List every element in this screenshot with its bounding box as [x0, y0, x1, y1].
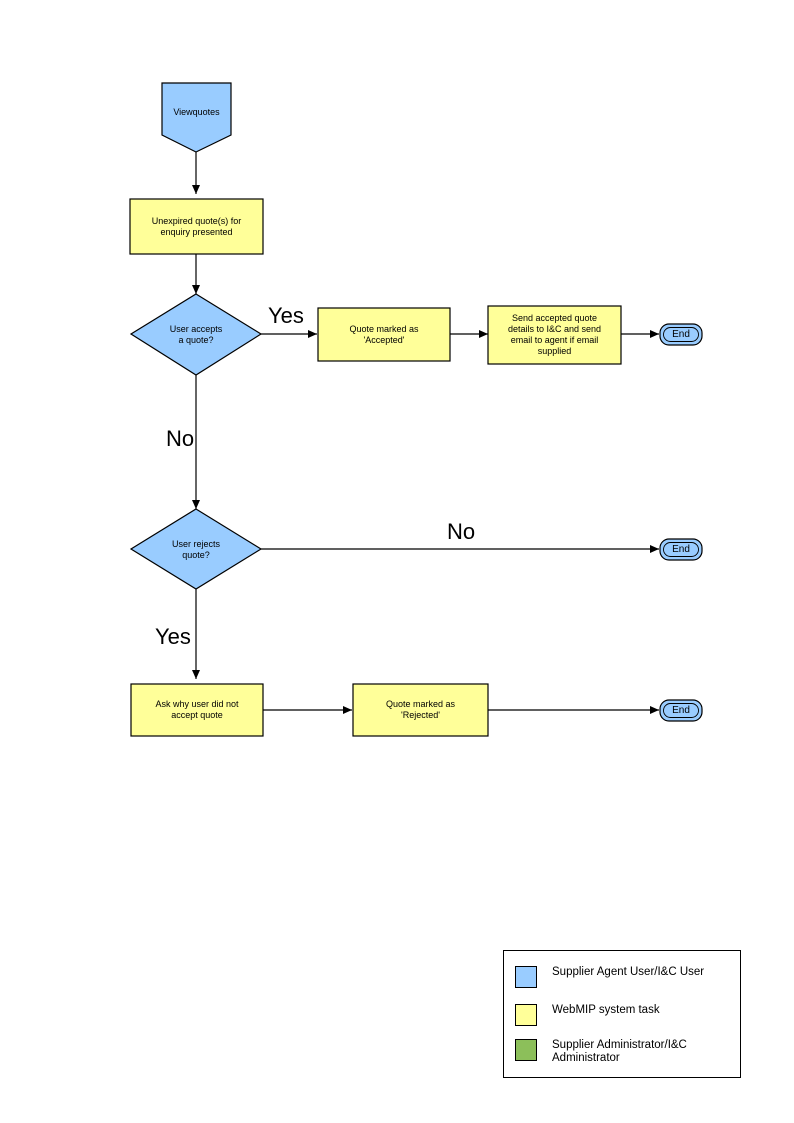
node-end-middle[interactable] — [659, 538, 703, 561]
node-end-middle-label: End — [672, 544, 690, 555]
node-unexpired-shape[interactable] — [129, 198, 264, 255]
connectors — [192, 152, 659, 714]
edge-label-accepts-yes: Yes — [268, 303, 304, 328]
legend-item-admin: Supplier Administrator/I&C Administrator — [515, 1039, 687, 1065]
legend-swatch-system — [515, 1004, 537, 1026]
node-accepts-decision-shape[interactable] — [129, 293, 263, 376]
legend-item-system: WebMIP system task — [515, 1004, 660, 1026]
node-start-shape[interactable] — [161, 82, 232, 153]
legend-swatch-user — [515, 966, 537, 988]
node-send-details-shape[interactable] — [487, 305, 622, 365]
node-end-bottom[interactable] — [659, 699, 703, 722]
edge-label-rejects-no: No — [447, 519, 476, 544]
node-end-top[interactable] — [659, 323, 703, 346]
legend-label-admin: Supplier Administrator/I&C Administrator — [552, 1039, 687, 1064]
node-rejects-decision-shape[interactable] — [129, 508, 263, 590]
legend-swatch-admin — [515, 1039, 537, 1061]
edge-label-accepts-no: No — [166, 426, 195, 451]
node-end-bottom-label: End — [672, 705, 690, 716]
edge-label-rejects-yes: Yes — [155, 624, 191, 649]
node-end-top-label: End — [672, 329, 690, 340]
node-marked-rejected-shape[interactable] — [352, 683, 489, 737]
node-ask-why-shape[interactable] — [130, 683, 264, 737]
node-marked-accepted-shape[interactable] — [317, 307, 451, 362]
legend-item-user: Supplier Agent User/I&C User — [515, 966, 704, 988]
legend-label-user: Supplier Agent User/I&C User — [552, 966, 705, 978]
legend: Supplier Agent User/I&C User WebMIP syst… — [503, 950, 741, 1078]
legend-label-system: WebMIP system task — [552, 1004, 660, 1016]
